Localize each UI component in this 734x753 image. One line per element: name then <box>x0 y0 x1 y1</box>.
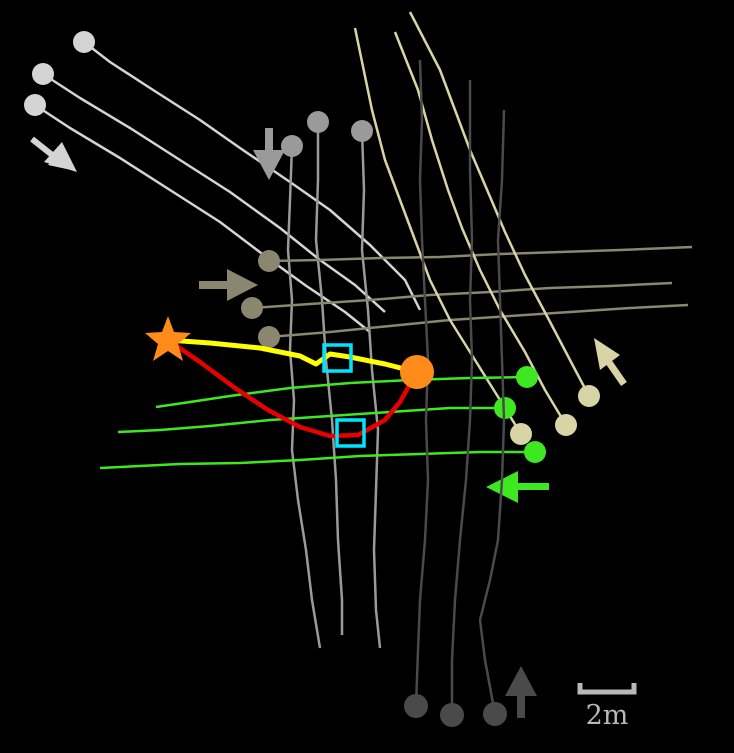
start-marker-circle <box>73 31 95 53</box>
eastbound-start-markers <box>241 250 280 348</box>
trajectory-eastbound-3 <box>268 303 689 339</box>
southbound-start-markers <box>281 111 373 157</box>
start-marker-circle <box>281 135 303 157</box>
start-marker-circle <box>555 414 577 436</box>
start-marker-circle <box>578 385 600 407</box>
northwest-arrow-icon <box>594 338 627 386</box>
start-marker-circle <box>32 63 54 85</box>
start-marker-circle <box>483 702 507 726</box>
start-marker-circle <box>516 366 538 388</box>
start-marker-circle <box>258 326 280 348</box>
trajectory-northbound-1 <box>414 59 430 707</box>
westbound-start-markers <box>494 366 546 463</box>
trajectory-diagonal-se-2 <box>42 72 386 313</box>
trajectory-westbound-1 <box>155 375 528 409</box>
trajectory-southbound-3 <box>360 130 382 649</box>
trajectory-westbound-3 <box>99 450 535 470</box>
westbound-trajectories <box>99 375 535 470</box>
start-marker-circle <box>524 441 546 463</box>
northbound-arrow-icon <box>505 666 537 718</box>
eastbound-trajectories <box>251 245 693 339</box>
trajectory-northbound-3 <box>478 109 506 715</box>
northbound-start-markers <box>404 694 507 727</box>
start-marker-circle <box>307 111 329 133</box>
scale-bar: 2m <box>577 683 637 731</box>
trajectory-southbound-1 <box>286 145 322 649</box>
start-marker-circle <box>241 297 263 319</box>
southbound-trajectories <box>286 122 382 649</box>
diagonal-se-start-markers <box>24 31 95 116</box>
trajectory-northbound-2 <box>450 80 474 715</box>
southbound-arrow-icon <box>253 128 285 180</box>
planned-path-direct <box>165 337 419 375</box>
trajectory-eastbound-1 <box>268 245 693 263</box>
northwest-start-markers <box>510 385 600 445</box>
start-marker-circle <box>494 397 516 419</box>
start-marker-circle <box>351 120 373 142</box>
start-marker-circle <box>510 423 532 445</box>
northbound-trajectories <box>414 59 506 715</box>
planned-path-detour <box>165 337 413 439</box>
start-marker-circle <box>24 94 46 116</box>
conflict-square-icon <box>335 418 366 448</box>
scale-bar-label: 2m <box>586 700 629 731</box>
start-star-icon <box>145 316 191 361</box>
start-marker-circle <box>258 250 280 272</box>
conflict-square-icon <box>322 343 353 373</box>
start-marker-circle <box>404 694 428 718</box>
scale-bar-line <box>577 683 637 695</box>
trajectory-westbound-2 <box>117 406 505 434</box>
eastbound-arrow-icon <box>199 269 258 301</box>
diagonal-se-arrow-head <box>44 142 77 172</box>
trajectory-northwest-3 <box>408 11 591 397</box>
trajectory-eastbound-2 <box>251 281 673 310</box>
trajectory-southbound-2 <box>314 122 344 635</box>
goal-circle-icon <box>400 355 434 389</box>
start-marker-circle <box>440 703 464 727</box>
